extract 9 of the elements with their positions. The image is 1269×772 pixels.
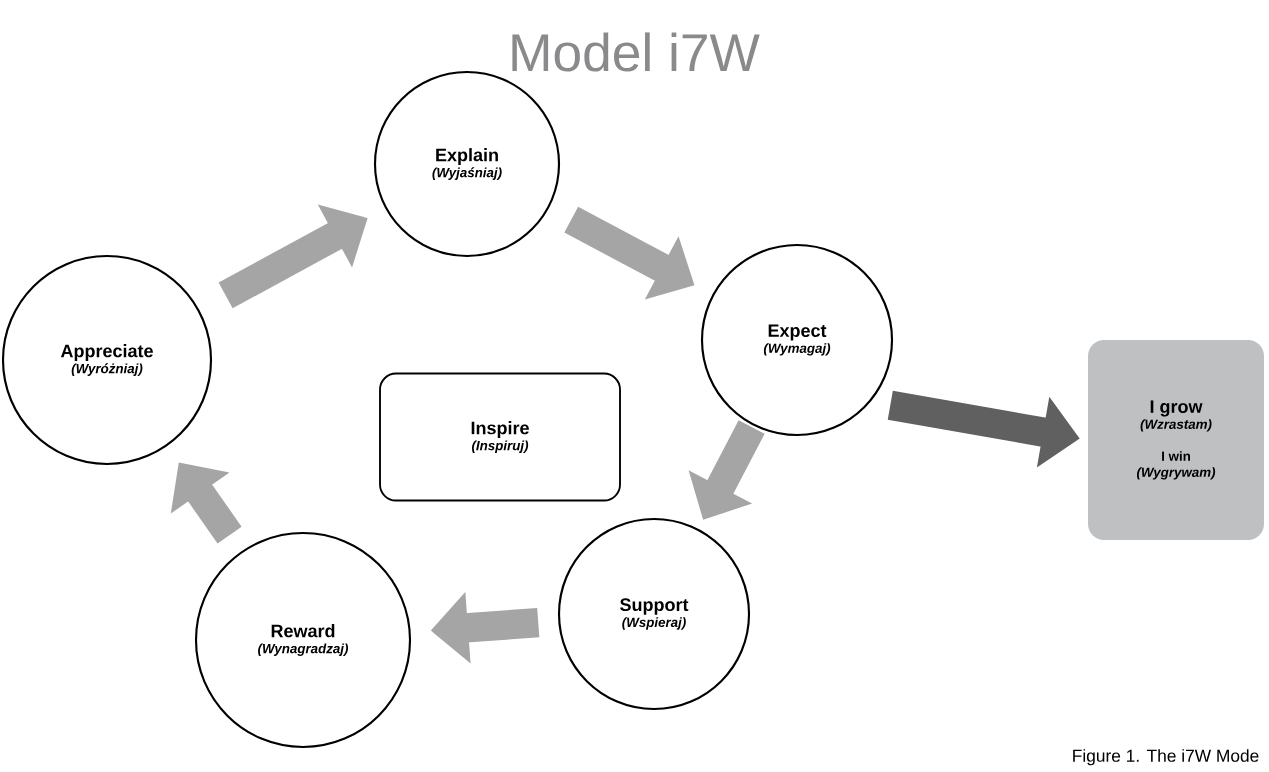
circle-node: Reward (Wynagradzaj) bbox=[194, 531, 412, 749]
title: Model i7W bbox=[512, 32, 760, 72]
circle-node: Appreciate (Wyróżniaj) bbox=[1, 254, 213, 466]
circle-node: Support (Wspieraj) bbox=[557, 517, 751, 711]
circle-node: Explain (Wyjaśniaj) bbox=[373, 70, 561, 258]
caption: Figure 1. The i7W Mode bbox=[1073, 749, 1259, 766]
result-box: I grow (Wzrastam) I win (Wygrywam) bbox=[1088, 340, 1264, 540]
circle-node: Expect (Wymagaj) bbox=[700, 243, 894, 437]
rounded-box: Inspire (Inspiruj) bbox=[379, 372, 621, 502]
